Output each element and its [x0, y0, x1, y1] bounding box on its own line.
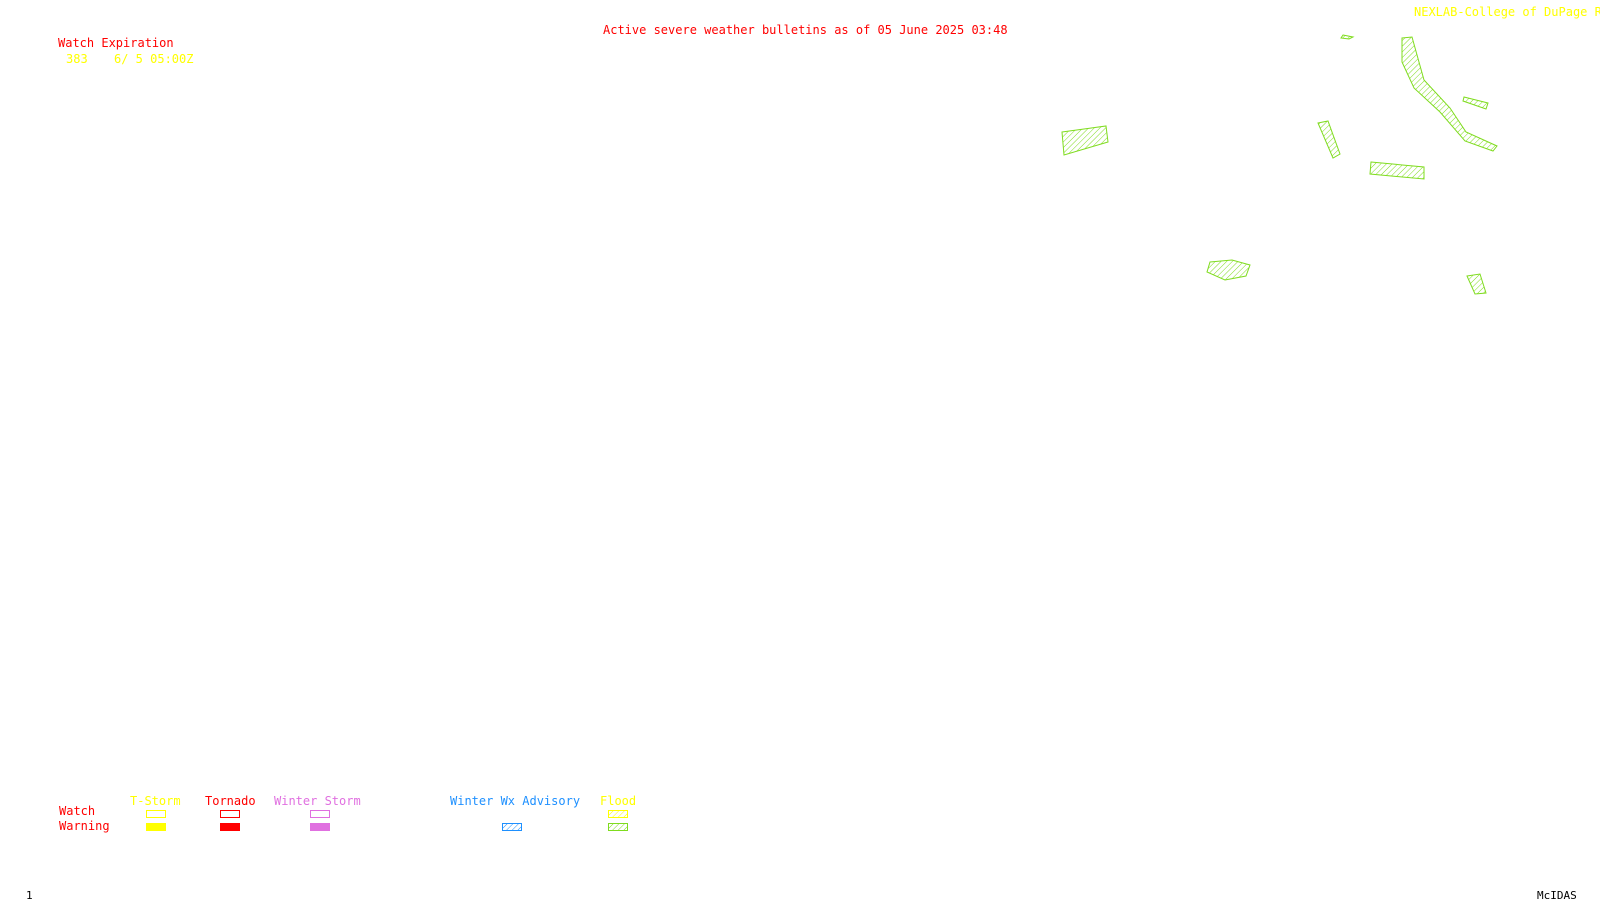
- flood-watch-swatch: [608, 810, 628, 818]
- flood-warning-polygon: [1462, 96, 1489, 110]
- legend-label-tstorm: T-Storm: [130, 794, 181, 808]
- legend-label-flood: Flood: [600, 794, 637, 808]
- tornado-watch-swatch: [220, 810, 240, 818]
- legend-label-tornado: Tornado: [205, 794, 256, 808]
- legend-label-winter-wx-advisory: Winter Wx Advisory: [450, 794, 581, 808]
- flood-warning-polygon: [1369, 161, 1425, 180]
- tstorm-watch-swatch: [146, 810, 166, 818]
- winter-storm-watch-swatch: [310, 810, 330, 818]
- tornado-warning-swatch: [220, 823, 240, 831]
- watch-expiration-heading: Watch Expiration: [58, 36, 174, 50]
- legend-row-warning: Warning: [59, 819, 110, 833]
- software-label: McIDAS: [1537, 889, 1577, 902]
- legend-label-winter-storm: Winter Storm: [274, 794, 361, 808]
- credit-label: NEXLAB-College of DuPage R: [1414, 5, 1600, 19]
- watch-expires: 6/ 5 05:00Z: [114, 52, 194, 66]
- flood-warning-polygon: [1466, 273, 1487, 295]
- flood-warning-polygon: [1061, 125, 1109, 156]
- tstorm-warning-swatch: [146, 823, 166, 831]
- flood-warning-polygon: [1401, 36, 1498, 152]
- flood-warning-swatch: [608, 823, 628, 831]
- flood-warning-polygon: [1340, 34, 1355, 40]
- watch-number: 383: [66, 52, 88, 66]
- legend-row-watch: Watch: [59, 804, 96, 818]
- frame-number: 1: [26, 889, 33, 902]
- page-title: Active severe weather bulletins as of 05…: [603, 23, 1008, 37]
- winter-wx-advisory-swatch: [502, 823, 522, 831]
- flood-warning-polygon: [1317, 120, 1341, 159]
- winter-storm-warning-swatch: [310, 823, 330, 831]
- flood-warning-polygon: [1206, 259, 1251, 281]
